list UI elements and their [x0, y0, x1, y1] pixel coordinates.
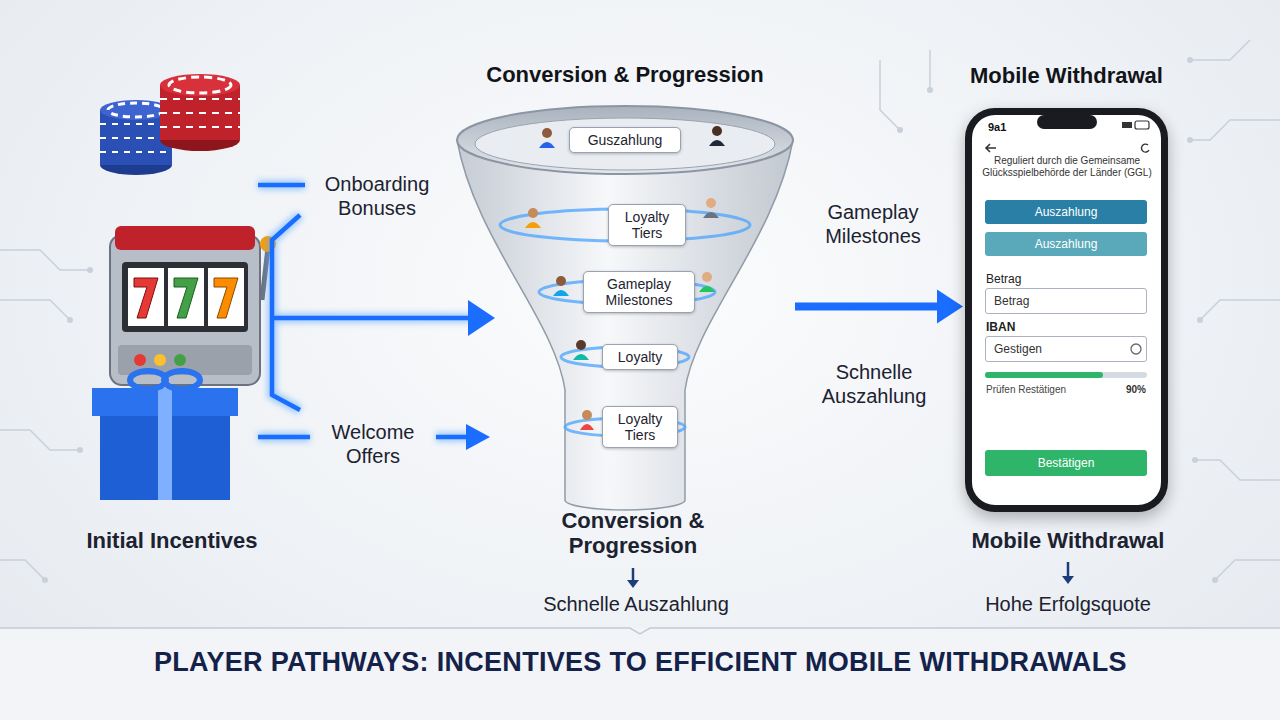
annotation-label: Hohe Erfolgsquote — [938, 592, 1198, 616]
annotation-label: Welcome Offers — [316, 420, 430, 468]
annotation-label: Initial Incentives — [47, 528, 297, 554]
flow-arrow — [795, 290, 963, 324]
annotation-label: Gameplay Milestones — [812, 200, 934, 248]
circuit-dots — [42, 57, 1218, 583]
arrow-glow — [795, 299, 941, 315]
down-arrow — [1062, 562, 1074, 584]
annotation-label: Prüfen Restätigen — [986, 384, 1066, 396]
arrow-line — [795, 303, 941, 311]
app-button: Bestätigen — [985, 450, 1147, 476]
annotation-label: 9a1 — [988, 121, 1006, 134]
annotation-label: Schnelle Auszahlung — [496, 592, 776, 616]
tier-box: Gameplay Milestones — [583, 271, 695, 313]
tier-label: Gameplay Milestones — [606, 276, 673, 308]
tier-box: Loyalty — [602, 344, 678, 370]
banner-line — [0, 628, 1280, 634]
title-banner: PLAYER PATHWAYS: INCENTIVES TO EFFICIENT… — [154, 647, 1127, 678]
arrow-head — [466, 424, 490, 450]
arrow-glow — [258, 185, 472, 437]
app-button: Auszahlung — [985, 232, 1147, 256]
tier-box: Loyalty Tiers — [602, 406, 678, 448]
annotation-label: IBAN — [986, 320, 1015, 334]
annotation-label: Mobile Withdrawal — [938, 528, 1198, 554]
tier-box: Loyalty Tiers — [608, 204, 686, 246]
button-label: Auszahlung — [1035, 237, 1098, 251]
arrow-head — [468, 300, 495, 336]
tier-label: Loyalty — [618, 349, 662, 365]
gift-box — [92, 371, 238, 500]
circuit-lines — [0, 40, 1280, 580]
annotation-label: Conversion & Progression — [533, 508, 733, 559]
field-text: Gestigen — [994, 342, 1042, 356]
input-field: Gestigen — [985, 336, 1147, 362]
annotation-label: Onboarding Bonuses — [312, 172, 442, 220]
tier-label: Loyalty Tiers — [625, 209, 669, 241]
poker-chips — [100, 74, 240, 175]
down-arrow — [627, 568, 639, 588]
slot-machine — [110, 226, 276, 385]
node-heading: Mobile Withdrawal — [970, 63, 1163, 89]
tier-label: Guszahlung — [588, 132, 663, 148]
funnel-node: Conversion & ProgressionGuszahlungLoyalt… — [455, 100, 795, 505]
input-field: Betrag — [985, 288, 1147, 314]
tier-box: Guszahlung — [569, 127, 681, 153]
annotation-label: Schnelle Auszahlung — [810, 360, 938, 408]
button-label: Bestätigen — [1038, 456, 1095, 470]
title-band — [0, 628, 1280, 720]
annotation-label: Betrag — [986, 272, 1021, 286]
node-heading: Conversion & Progression — [486, 62, 764, 88]
tier-label: Loyalty Tiers — [618, 411, 662, 443]
arrow-head — [937, 290, 963, 324]
field-text: Betrag — [994, 294, 1029, 308]
annotation-label: Reguliert durch die Gemeinsame Glücksspi… — [981, 155, 1153, 179]
annotation-label: 90% — [1126, 384, 1146, 396]
app-button: Auszahlung — [985, 200, 1147, 224]
bracket-arrows — [258, 185, 472, 437]
button-label: Auszahlung — [1035, 205, 1098, 219]
